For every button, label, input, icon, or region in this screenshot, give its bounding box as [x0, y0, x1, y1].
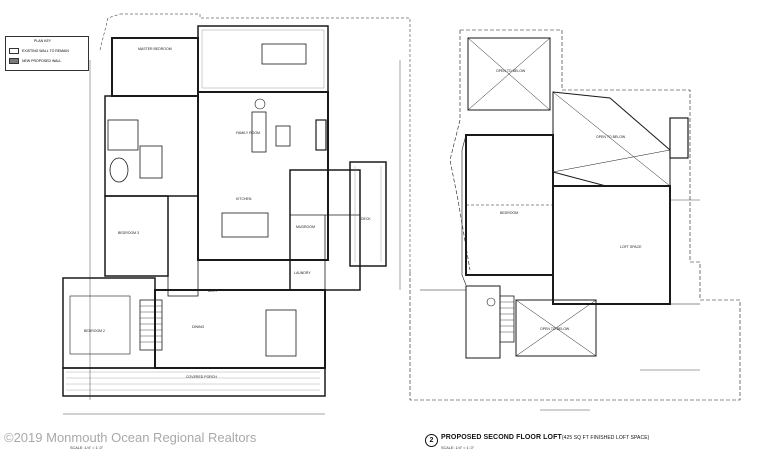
room-covered-porch: COVERED PORCH: [186, 375, 217, 379]
room-open-to-below-3: OPEN TO BELOW: [540, 327, 570, 331]
room-open-to-below-2: OPEN TO BELOW: [596, 135, 626, 139]
room-bedroom-2: BEDROOM 2: [84, 329, 106, 333]
room-bedroom-3: BEDROOM 3: [118, 231, 140, 235]
legend-item-new: NEW PROPOSED WALL: [9, 58, 61, 64]
room-family-room: FAMILY ROOM: [236, 131, 260, 135]
room-deck: DECK: [361, 217, 371, 221]
room-laundry: LAUNDRY: [294, 271, 311, 275]
legend-swatch-new: [9, 58, 19, 64]
room-loft-space: LOFT SPACE: [620, 245, 642, 249]
legend-title: PLAN KEY: [34, 39, 52, 43]
watermark: ©2019 Monmouth Ocean Regional Realtors: [4, 430, 257, 445]
room-kitchen: KITCHEN: [236, 197, 252, 201]
drawing-title-second-floor: PROPOSED SECOND FLOOR LOFT(425 SQ FT FIN…: [441, 434, 650, 441]
legend-item-existing: EXISTING WALL TO REMAIN: [9, 48, 69, 54]
legend-swatch-existing: [9, 48, 19, 54]
room-mudroom: MUDROOM: [296, 225, 315, 229]
scale-second-floor: SCALE: 1/4" = 1'-0": [441, 446, 475, 450]
room-bedroom: BEDROOM: [500, 211, 519, 215]
room-bath: BATH: [208, 289, 218, 293]
plan-legend: PLAN KEY EXISTING WALL TO REMAIN NEW PRO…: [5, 36, 89, 71]
scale-first-floor: SCALE: 1/4" = 1'-0": [70, 446, 104, 450]
room-master-bedroom: MASTER BEDROOM: [138, 47, 172, 51]
room-open-to-below-1: OPEN TO BELOW: [496, 69, 526, 73]
drawing-number-2: 2: [425, 434, 438, 447]
room-dining: DINING: [192, 325, 205, 329]
